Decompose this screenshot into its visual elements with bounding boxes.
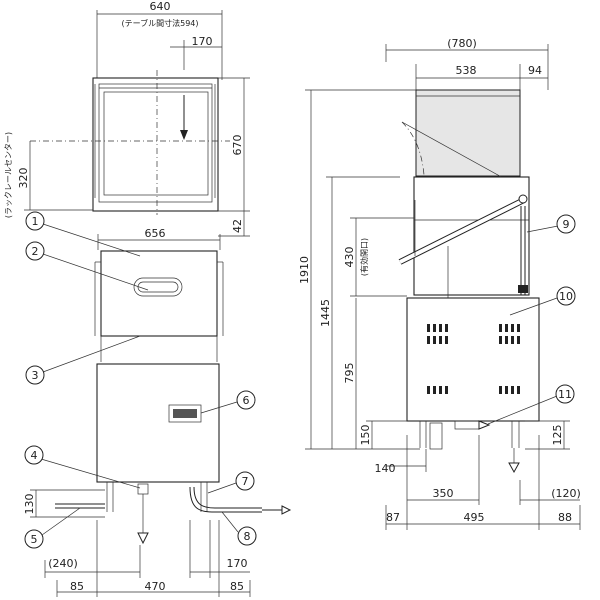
callout-10-label: 10: [559, 290, 573, 303]
dim-795: 795: [343, 363, 356, 384]
effective-opening-label: (有効開口): [359, 238, 369, 276]
wash-chamber: [413, 176, 530, 296]
hood-frame: [92, 77, 219, 212]
dim-320: 320: [17, 168, 30, 189]
callout-8: [24, 445, 44, 465]
table-gap-note: (テーブル間寸法594): [121, 18, 198, 28]
callout-8-label: 4: [31, 449, 38, 462]
door-handle: [133, 277, 183, 297]
callout-11: [24, 529, 44, 549]
dim-170-bottom: 170: [227, 557, 248, 570]
dim-495: 495: [464, 511, 485, 524]
callout-10: [556, 286, 576, 306]
callout-7: [237, 526, 257, 546]
control-panel: [168, 404, 202, 423]
front-view: 640 (テーブル間寸法594) 170 670 42 320 (ラックレールセ…: [4, 0, 292, 597]
callout-5-label: 3: [32, 369, 39, 382]
callout-5: [25, 365, 45, 385]
dim-42: 42: [231, 219, 244, 233]
base-cabinet: [406, 297, 540, 422]
door-panel: [100, 250, 218, 337]
dim-87: 87: [386, 511, 400, 524]
dim-640: 640: [150, 0, 171, 13]
callout-1: [556, 214, 576, 234]
callout-2: [236, 390, 256, 410]
callout-7-label: 8: [244, 530, 251, 543]
dim-350: 350: [433, 487, 454, 500]
hood-closed: [415, 89, 521, 177]
dim-85-left: 85: [70, 580, 84, 593]
dim-240: (240): [48, 557, 78, 570]
callout-3-label: 1: [32, 215, 39, 228]
dim-125: 125: [551, 425, 564, 446]
dim-170-top: 170: [192, 35, 213, 48]
callout-9-label: 7: [242, 475, 249, 488]
vent-grilles: [427, 324, 520, 394]
callout-6-label: 11: [558, 388, 572, 401]
dim-150: 150: [359, 425, 372, 446]
dim-470: 470: [145, 580, 166, 593]
callout-4-label: 2: [32, 245, 39, 258]
callout-9: [235, 471, 255, 491]
dim-94: 94: [528, 64, 542, 77]
dim-88: 88: [558, 511, 572, 524]
cabinet: [96, 363, 220, 483]
dim-85-right: 85: [230, 580, 244, 593]
side-view: (780) 538 94: [298, 37, 581, 530]
callout-4: [25, 241, 45, 261]
dim-1910: 1910: [298, 256, 311, 284]
dim-1445: 1445: [319, 299, 332, 327]
dim-430: 430: [343, 247, 356, 268]
callout-1-label: 9: [563, 218, 570, 231]
callout-2-label: 6: [243, 394, 250, 407]
dim-780: (780): [447, 37, 477, 50]
callout-11-label: 5: [31, 533, 38, 546]
callout-3: [25, 211, 45, 231]
dim-656: 656: [145, 227, 166, 240]
dim-140: 140: [375, 462, 396, 475]
dim-130: 130: [23, 494, 36, 515]
callout-6: [555, 384, 575, 404]
dim-670: 670: [231, 135, 244, 156]
dim-120: (120): [551, 487, 581, 500]
dim-538: 538: [456, 64, 477, 77]
rack-rail-center-label: (ラックレールセンター): [4, 132, 13, 218]
